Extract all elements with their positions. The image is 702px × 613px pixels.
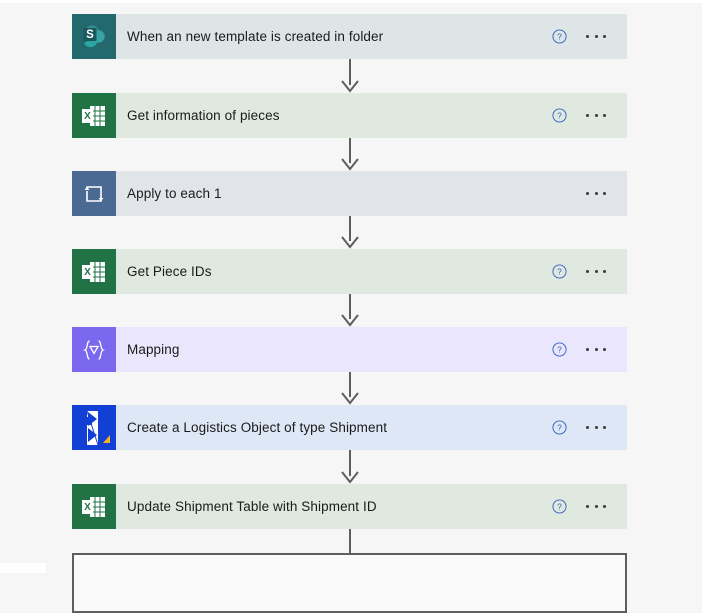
svg-text:?: ? xyxy=(557,267,562,277)
excel-icon: X xyxy=(72,249,116,294)
more-options-icon[interactable] xyxy=(585,29,607,45)
svg-text:?: ? xyxy=(557,423,562,433)
connector-arrowhead xyxy=(340,158,360,171)
help-circle-icon[interactable]: ? xyxy=(552,499,567,514)
more-options-icon[interactable] xyxy=(585,186,607,202)
more-options-icon[interactable] xyxy=(585,499,607,515)
connector-line xyxy=(349,59,351,85)
connector-arrowhead xyxy=(340,471,360,484)
svg-text:S: S xyxy=(86,29,94,41)
connector-line xyxy=(349,529,351,553)
flow-step-actions: ? xyxy=(552,342,617,358)
data-operation-icon xyxy=(72,327,116,372)
help-circle-icon[interactable]: ? xyxy=(552,29,567,44)
flow-step-body: Create a Logistics Object of type Shipme… xyxy=(116,405,627,450)
flow-step-actions: ? xyxy=(552,108,617,124)
svg-text:X: X xyxy=(84,111,91,122)
flow-step-actions: ? xyxy=(552,264,617,280)
flow-step-title: Get information of pieces xyxy=(127,108,280,123)
flow-step-body: Mapping ? xyxy=(116,327,627,372)
flow-step-actions xyxy=(585,186,617,202)
flow-step-title: Get Piece IDs xyxy=(127,264,212,279)
flow-step-get-piece-ids[interactable]: X Get Piece IDs ? xyxy=(72,249,627,294)
connector-line xyxy=(349,450,351,476)
flow-step-create-logistics-object[interactable]: Create a Logistics Object of type Shipme… xyxy=(72,405,627,450)
excel-icon: X xyxy=(72,484,116,529)
flow-step-title: Apply to each 1 xyxy=(127,186,222,201)
help-circle-icon[interactable]: ? xyxy=(552,420,567,435)
canvas-top-edge xyxy=(0,0,702,3)
flow-step-body: Apply to each 1 xyxy=(116,171,627,216)
flow-step-actions: ? xyxy=(552,29,617,45)
flow-step-title: Mapping xyxy=(127,342,180,357)
excel-icon: X xyxy=(72,93,116,138)
connector-arrowhead xyxy=(340,80,360,93)
help-circle-icon[interactable]: ? xyxy=(552,108,567,123)
logistics-connector-icon xyxy=(72,405,116,450)
sharepoint-icon: S xyxy=(72,14,116,59)
flow-step-body: Get Piece IDs ? xyxy=(116,249,627,294)
flow-step-actions: ? xyxy=(552,499,617,515)
flow-step-actions: ? xyxy=(552,420,617,436)
connector-line xyxy=(349,294,351,319)
svg-text:?: ? xyxy=(557,32,562,42)
flow-step-title: Create a Logistics Object of type Shipme… xyxy=(127,420,388,435)
more-options-icon[interactable] xyxy=(585,108,607,124)
flow-step-title: When an new template is created in folde… xyxy=(127,29,384,44)
help-circle-icon[interactable]: ? xyxy=(552,342,567,357)
flow-step-trigger-sharepoint[interactable]: S When an new template is created in fol… xyxy=(72,14,627,59)
loop-icon xyxy=(72,171,116,216)
svg-text:?: ? xyxy=(557,345,562,355)
flow-step-body: When an new template is created in folde… xyxy=(116,14,627,59)
connector-arrowhead xyxy=(340,392,360,405)
flow-step-update-shipment-table[interactable]: X Update Shipment Table with Shipment ID… xyxy=(72,484,627,529)
connector-line xyxy=(349,372,351,397)
connector-arrowhead xyxy=(340,314,360,327)
svg-text:?: ? xyxy=(557,111,562,121)
canvas-bottom-edge xyxy=(0,563,46,573)
svg-text:X: X xyxy=(84,502,91,513)
more-options-icon[interactable] xyxy=(585,420,607,436)
help-circle-icon[interactable]: ? xyxy=(552,264,567,279)
flow-step-body: Get information of pieces ? xyxy=(116,93,627,138)
connector-line xyxy=(349,138,351,163)
scope-container[interactable] xyxy=(72,553,627,613)
flow-step-apply-to-each-1[interactable]: Apply to each 1 xyxy=(72,171,627,216)
connector-arrowhead xyxy=(340,236,360,249)
flow-step-title: Update Shipment Table with Shipment ID xyxy=(127,499,377,514)
connector-line xyxy=(349,216,351,241)
svg-text:?: ? xyxy=(557,502,562,512)
flow-step-get-information-of-pieces[interactable]: X Get information of pieces ? xyxy=(72,93,627,138)
more-options-icon[interactable] xyxy=(585,264,607,280)
svg-text:X: X xyxy=(84,267,91,278)
flow-step-body: Update Shipment Table with Shipment ID ? xyxy=(116,484,627,529)
more-options-icon[interactable] xyxy=(585,342,607,358)
flow-step-mapping[interactable]: Mapping ? xyxy=(72,327,627,372)
